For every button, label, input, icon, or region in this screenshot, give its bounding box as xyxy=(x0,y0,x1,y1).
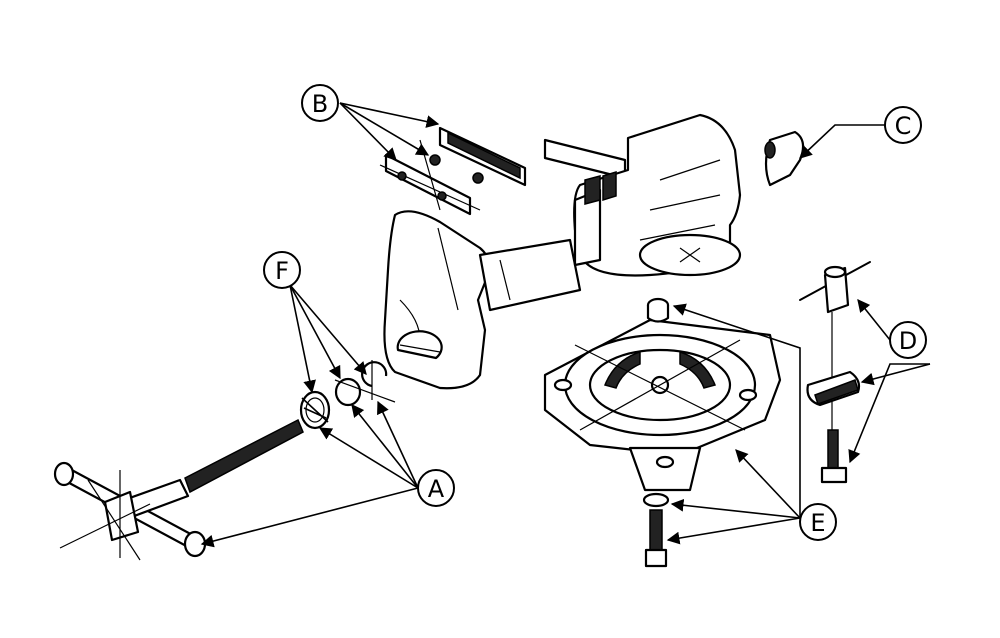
callout-label-C: C xyxy=(895,112,912,140)
front-jaw xyxy=(383,210,582,390)
lock-handle xyxy=(799,261,871,484)
retaining-ring xyxy=(361,361,388,388)
jaw-inserts xyxy=(379,126,527,216)
rear-body xyxy=(543,113,742,277)
callout-label-F: F xyxy=(275,257,289,285)
callout-F: F xyxy=(263,251,301,289)
jaw-insert-plain xyxy=(384,153,472,216)
washer-e xyxy=(642,492,670,508)
insert-screw xyxy=(397,171,407,181)
spindle-assembly xyxy=(53,418,304,561)
slide-bar xyxy=(478,238,582,312)
callout-C: C xyxy=(884,106,922,144)
callout-E: E xyxy=(799,503,837,541)
front-jaw-bore xyxy=(396,330,443,360)
bolt-washer xyxy=(642,492,670,568)
insert-screw xyxy=(429,154,441,166)
bolt-e xyxy=(649,509,663,556)
callout-label-E: E xyxy=(810,509,825,537)
washer xyxy=(334,377,362,407)
anvil-pin xyxy=(764,130,805,187)
callout-D: D xyxy=(889,321,927,359)
leader-lines xyxy=(200,102,931,548)
swivel-base xyxy=(543,297,782,492)
callout-label-A: A xyxy=(428,475,445,503)
spindle-collar xyxy=(103,490,140,542)
crosshair xyxy=(87,479,141,561)
lock-bolt xyxy=(827,429,839,471)
spring-washer-group xyxy=(299,360,396,430)
swivel-base-foot xyxy=(628,446,702,492)
callout-A: A xyxy=(417,469,455,507)
callout-label-B: B xyxy=(312,90,328,118)
insert-screw xyxy=(472,172,484,184)
callout-label-D: D xyxy=(899,327,917,355)
handle-knob-left xyxy=(53,461,75,487)
callout-B: B xyxy=(301,84,339,122)
insert-screw xyxy=(437,191,447,201)
threaded-screw xyxy=(184,418,304,494)
